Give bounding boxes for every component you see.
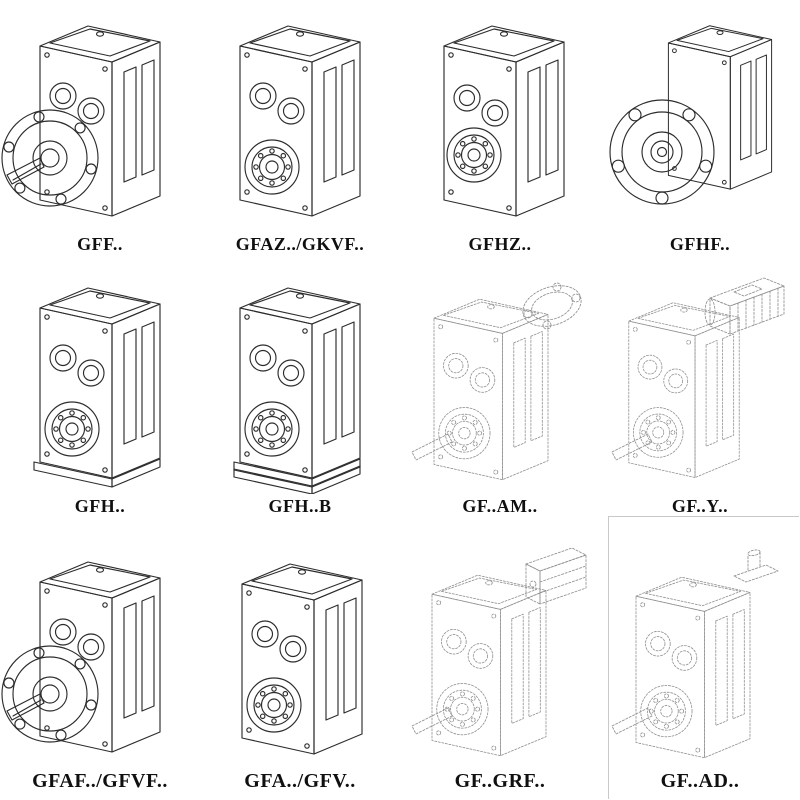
catalog-cell-gfa-gfv: GFA../GFV.. bbox=[200, 524, 400, 800]
catalog-cell-gf-am: GF..AM.. bbox=[400, 262, 600, 524]
catalog-cell-gff: GFF.. bbox=[0, 0, 200, 262]
model-label: GF..Y.. bbox=[671, 496, 729, 516]
gearbox-drawing-motor-adapter-icon bbox=[411, 278, 587, 494]
model-label: GFHZ.. bbox=[468, 234, 532, 254]
model-label: GF..GRF.. bbox=[454, 770, 546, 792]
model-label: GFA../GFV.. bbox=[244, 770, 356, 792]
gearbox-drawing-shrink-disc-icon bbox=[443, 25, 565, 217]
catalog-cell-gf-y: GF..Y.. bbox=[600, 262, 800, 524]
model-label: GF..AM.. bbox=[462, 496, 538, 516]
catalog-cell-gf-ad: GF..AD.. bbox=[600, 524, 800, 800]
gearbox-drawing-input-adapter-icon bbox=[611, 548, 779, 768]
gearbox-drawing-hollow-shaft-icon bbox=[200, 10, 400, 232]
model-label: GFHF.. bbox=[669, 234, 731, 254]
catalog-cell-gfaz-gkvf: GFAZ../GKVF.. bbox=[200, 0, 400, 262]
catalog-cell-gfh-b: GFH..B bbox=[200, 262, 400, 524]
model-label: GF..AD.. bbox=[660, 770, 740, 792]
model-label: GFAZ../GKVF.. bbox=[235, 234, 365, 254]
catalog-cell-gfh: GFH.. bbox=[0, 262, 200, 524]
catalog-cell-gfhf: GFHF.. bbox=[600, 0, 800, 262]
model-label: GFH.. bbox=[74, 496, 126, 516]
gearbox-drawing-large-flange-icon bbox=[609, 25, 773, 205]
gearbox-drawing-motor-mounted-icon bbox=[611, 277, 785, 494]
model-label: GFAF../GFVF.. bbox=[32, 770, 168, 792]
catalog-cell-gfhz: GFHZ.. bbox=[400, 0, 600, 262]
gearbox-drawing-flange-shaft-icon bbox=[1, 561, 161, 753]
catalog-cell-gf-grf: GF..GRF.. bbox=[400, 524, 600, 800]
model-label: GFH..B bbox=[268, 496, 332, 516]
gearbox-drawing-foot-mounted-icon bbox=[33, 272, 161, 488]
gearbox-drawing-flange-shaft-icon bbox=[1, 25, 161, 217]
model-label: GFF.. bbox=[77, 234, 123, 254]
gearbox-drawing-cover-flange-icon bbox=[411, 547, 587, 768]
gearbox-drawing-foot-baseplate-icon bbox=[233, 272, 361, 494]
gearbox-drawing-hollow-shaft-icon bbox=[200, 546, 400, 768]
catalog-cell-gfaf-gfvf: GFAF../GFVF.. bbox=[0, 524, 200, 800]
